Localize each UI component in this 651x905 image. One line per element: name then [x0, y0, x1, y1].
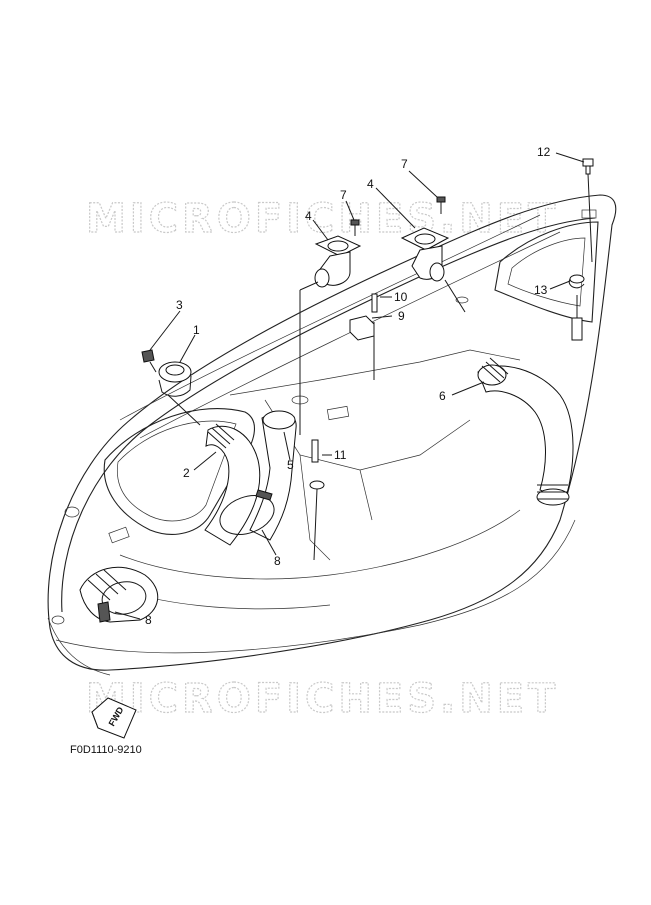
cable-tie-part-lower [97, 581, 147, 623]
pin-part [371, 293, 378, 313]
hose-part-5 [249, 410, 297, 541]
callout-11: 11 [334, 448, 347, 462]
callout-2: 2 [183, 466, 190, 480]
clamp-part [568, 274, 585, 341]
callout-4-right: 4 [367, 177, 374, 191]
ventilation-hose-part [477, 357, 574, 506]
callout-7-left: 7 [340, 188, 347, 202]
callout-5: 5 [287, 458, 294, 472]
watermark-bottom: MICROFICHES.NET [86, 676, 559, 722]
callout-1: 1 [193, 323, 200, 337]
callout-8-lower: 8 [145, 613, 152, 627]
hose-part-2 [204, 423, 261, 546]
callout-6: 6 [439, 389, 446, 403]
callout-4-left: 4 [305, 209, 312, 223]
drain-plug-part [582, 158, 594, 263]
screw-part-right [436, 196, 446, 214]
holder-part [349, 315, 375, 380]
callout-13: 13 [534, 283, 548, 297]
figure-code: F0D1110-9210 [70, 744, 142, 756]
grommet-part [158, 361, 201, 426]
duct-flange-right [400, 227, 466, 313]
callout-7-right: 7 [401, 157, 408, 171]
fwd-direction-badge: FWD [91, 697, 137, 739]
screw-part-left [350, 219, 360, 236]
callout-9: 9 [398, 309, 405, 323]
watermark-top: MICROFICHES.NET [86, 196, 559, 242]
cable-tie-part-upper [219, 489, 275, 535]
callout-12: 12 [537, 145, 551, 159]
duct-flange-left [299, 235, 362, 435]
fitting-part [309, 439, 325, 561]
callout-labels: 12 7 7 4 4 13 10 9 3 1 6 2 5 11 8 8 [145, 145, 551, 627]
rivet-part [141, 349, 157, 373]
callout-8-upper: 8 [274, 554, 281, 568]
callout-3: 3 [176, 298, 183, 312]
leader-lines [114, 152, 585, 620]
callout-10: 10 [394, 290, 408, 304]
